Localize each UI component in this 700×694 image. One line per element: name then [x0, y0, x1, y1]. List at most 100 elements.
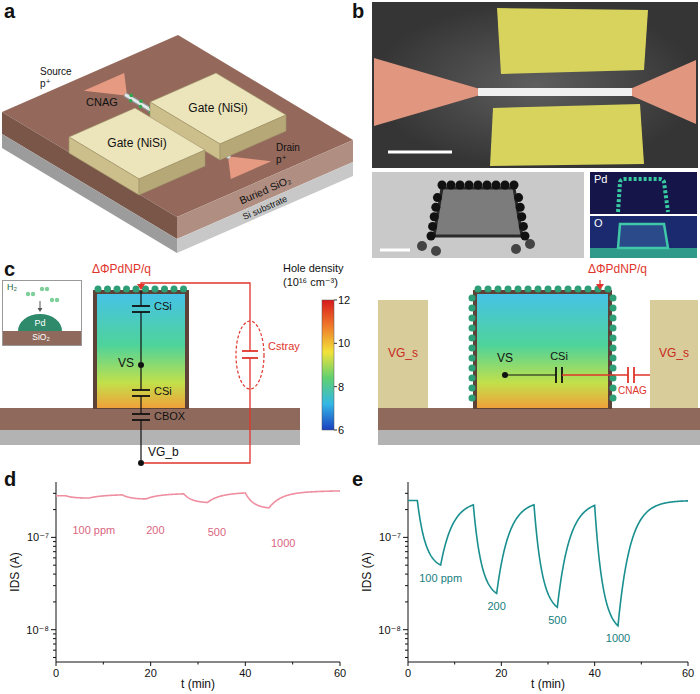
side-gate: VG_s: [378, 300, 428, 408]
pd-particle: [18, 314, 62, 331]
si-substrate-front: [177, 162, 353, 253]
pd-nanoparticle: [469, 315, 476, 322]
capacitor-plate: [633, 367, 635, 383]
pd-nanoparticle: [610, 335, 617, 342]
pd-nanoparticle: [469, 325, 476, 332]
drain-pad: [630, 60, 696, 124]
map-background: [590, 172, 697, 214]
hydrogen-atom: [55, 298, 59, 302]
axis-title: t (min): [531, 678, 565, 692]
gate-electrode: Gate (NiSi): [68, 107, 206, 196]
pd-nanoparticle: [610, 395, 617, 402]
tick-label: 10⁻⁷: [379, 531, 401, 544]
map-background: [590, 216, 697, 258]
node-text: Pd: [594, 173, 607, 186]
pd-nanoparticle: [152, 286, 159, 293]
colorbar-tick: [334, 386, 337, 387]
concentration-label: 200: [146, 524, 164, 537]
tick-label: 60: [334, 667, 346, 680]
pd-nanoparticle: [510, 181, 519, 190]
pd-nanoparticle: [428, 222, 437, 231]
pd-nanoparticle: [610, 385, 617, 392]
x-tick: [594, 662, 595, 666]
pd-nanoparticle: [465, 181, 474, 190]
pd-nanoparticle: [469, 385, 476, 392]
pd-nanoparticle: [469, 305, 476, 312]
pd-nanoparticle: [139, 105, 143, 109]
x-tick: [198, 662, 199, 665]
side-gate: VG_s: [650, 300, 698, 408]
pd-nanoparticle: [519, 222, 528, 231]
circuit-wire: [140, 291, 141, 460]
pd-nanoparticle: [417, 241, 427, 251]
x-tick: [103, 662, 104, 665]
colorbar-tick: [334, 300, 337, 301]
wire-cross-section: [434, 188, 522, 236]
capacitor-plate: [132, 413, 150, 415]
colorbar-tick: [334, 430, 337, 431]
stray-capacitance-outline: [236, 321, 264, 389]
pd-nanoparticle: [610, 345, 617, 352]
gate-pad: [497, 8, 648, 74]
pd-nanoparticle: [610, 295, 617, 302]
pd-nanoparticle: [525, 239, 535, 249]
pd-nanoparticle: [447, 181, 456, 190]
figure-part: [2, 35, 353, 253]
inset-border: [3, 281, 82, 346]
gate-body: [378, 300, 428, 408]
capacitor-plate: [555, 367, 557, 383]
pd-nanoparticle: [139, 99, 143, 103]
nanowire: [478, 88, 632, 96]
minor-tick: [53, 601, 56, 602]
pd-signal: [618, 179, 668, 212]
pd-nanoparticle: [469, 375, 476, 382]
concentration-label: 1000: [606, 632, 630, 645]
colorbar-tick-label: 10: [338, 337, 350, 350]
potential-label: ΔΦPdNP/q: [92, 263, 151, 277]
arrow-head: [596, 284, 604, 290]
pd-nanoparticle: [469, 365, 476, 372]
x-tick: [454, 662, 455, 665]
concentration-label: 100 ppm: [419, 572, 462, 585]
buried-oxide: [0, 408, 300, 430]
pd-nanoparticle: [525, 286, 532, 293]
hydrogen-atom: [40, 287, 44, 291]
node-text: VG_s: [659, 347, 689, 361]
minor-tick: [405, 541, 408, 542]
node-text: Gate (NiSi): [107, 137, 166, 151]
figure-part: [51, 482, 340, 666]
hydrogen-atom: [45, 287, 49, 291]
minor-tick: [53, 638, 56, 639]
minor-tick: [53, 541, 56, 542]
pd-nanoparticle: [514, 193, 523, 202]
x-tick: [245, 662, 246, 666]
capacitor-plate: [242, 357, 258, 359]
minor-tick: [405, 546, 408, 547]
concentration-label: 1000: [271, 537, 295, 550]
capacitor-plate: [132, 311, 150, 313]
gate-side: [220, 115, 286, 160]
minor-tick: [405, 601, 408, 602]
node-text: H₂: [7, 282, 17, 292]
source-pad: [374, 58, 480, 126]
minor-tick: [53, 657, 56, 658]
pd-nanoparticle: [114, 286, 121, 293]
node-text: VG_s: [388, 347, 418, 361]
x-tick: [292, 662, 293, 665]
tick-label: 0: [53, 667, 59, 680]
capacitance-label: Cstray: [268, 340, 300, 353]
colorbar: [322, 300, 334, 430]
sem-image: [372, 2, 698, 168]
minor-tick: [53, 565, 56, 566]
pd-nanoparticle: [433, 193, 442, 202]
concentration-label: 500: [208, 526, 226, 539]
tick-label: 10⁻⁷: [27, 531, 49, 544]
pd-nanoparticle: [505, 286, 512, 293]
colorbar-title: Hole density: [283, 262, 344, 275]
major-tick: [51, 537, 56, 538]
pd-nanoparticle: [104, 286, 111, 293]
pd-nanoparticle: [521, 232, 530, 241]
x-tick: [501, 662, 502, 666]
figure-part: [0, 280, 700, 466]
oxide-shell: [618, 224, 668, 248]
